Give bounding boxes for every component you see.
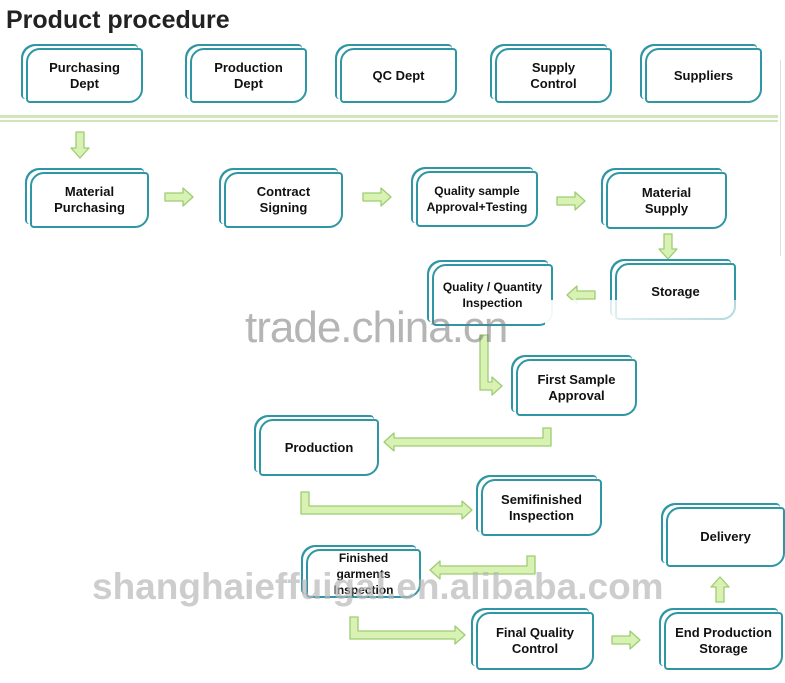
dept-purchasing-box: Purchasing Dept	[26, 48, 143, 103]
arrow-right-icon	[556, 191, 586, 211]
step-end-production-storage: End Production Storage	[664, 612, 783, 670]
step-quality-sample: Quality sample Approval+Testing	[416, 171, 538, 227]
arrow-right-icon	[164, 187, 194, 207]
dept-supply-control-label: Supply Control	[530, 59, 577, 91]
step-semifinished-inspection: Semifinished Inspection	[481, 479, 602, 536]
arrow-down-icon	[658, 233, 678, 260]
header-divider	[0, 115, 778, 118]
arrow-elbow-left-icon	[383, 427, 552, 452]
step-final-quality-control: Final Quality Control	[476, 612, 594, 670]
dept-qc-box: QC Dept	[340, 48, 457, 103]
step-production: Production	[259, 419, 379, 476]
dept-production-label: Production Dept	[214, 59, 283, 91]
arrow-elbow-left-icon	[429, 555, 536, 580]
step-material-purchasing: Material Purchasing	[30, 172, 149, 228]
step-contract-signing-label: Contract Signing	[256, 184, 311, 215]
page-title: Product procedure	[6, 6, 230, 34]
arrow-up-icon	[710, 576, 730, 603]
dept-suppliers-box: Suppliers	[645, 48, 762, 103]
watermark-top: trade.china.cn	[245, 303, 508, 352]
step-finished-garments-inspection: Finished garments Inspection	[306, 549, 421, 598]
step-first-sample-label: First Sample Approval	[537, 371, 616, 403]
dept-production-box: Production Dept	[190, 48, 307, 103]
dept-suppliers-label: Suppliers	[673, 67, 734, 83]
arrow-down-icon	[70, 131, 90, 159]
dept-qc-label: QC Dept	[372, 67, 425, 83]
arrow-elbow-right-icon	[479, 334, 503, 396]
step-semifinished-label: Semifinished Inspection	[501, 491, 582, 523]
arrow-elbow-right-icon	[300, 491, 473, 520]
watermark-fade-band	[545, 300, 760, 330]
step-final-quality-label: Final Quality Control	[495, 625, 574, 656]
step-material-supply: Material Supply	[606, 172, 727, 229]
arrow-elbow-right-icon	[349, 616, 466, 645]
step-material-supply-label: Material Supply	[641, 184, 692, 216]
watermark-bottom: shanghaieffuigal.en.alibaba.com	[92, 566, 664, 607]
step-quality-quantity-label: Quality / Quantity Inspection	[442, 280, 543, 310]
step-material-purchasing-label: Material Purchasing	[54, 184, 125, 215]
header-divider-secondary	[0, 120, 778, 122]
step-contract-signing: Contract Signing	[224, 172, 343, 228]
arrow-right-icon	[362, 187, 392, 207]
step-production-label: Production	[284, 439, 354, 455]
step-delivery: Delivery	[666, 507, 785, 567]
step-first-sample-approval: First Sample Approval	[516, 359, 637, 416]
right-border-line	[780, 60, 781, 256]
dept-supply-control-box: Supply Control	[495, 48, 612, 103]
arrow-left-icon	[566, 285, 596, 305]
step-quality-quantity-inspection: Quality / Quantity Inspection	[432, 264, 553, 326]
step-quality-sample-label: Quality sample Approval+Testing	[426, 184, 528, 214]
step-delivery-label: Delivery	[700, 529, 751, 544]
step-finished-garments-label: Finished garments Inspection	[333, 550, 394, 597]
arrow-right-icon	[611, 630, 641, 650]
step-end-production-label: End Production Storage	[675, 625, 772, 656]
dept-purchasing-label: Purchasing Dept	[49, 59, 120, 91]
step-storage-label: Storage	[651, 283, 700, 299]
